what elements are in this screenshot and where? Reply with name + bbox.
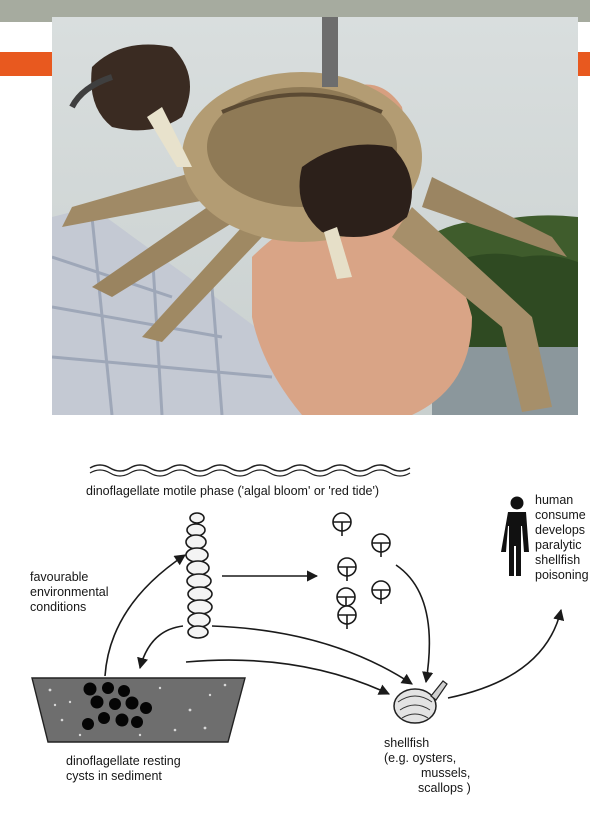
environment-label-line-1: favourable [30, 570, 88, 586]
sediment-icon [32, 678, 245, 742]
dinoflagellate-cycle-diagram: dinoflagellate motile phase ('algal bloo… [0, 440, 590, 825]
shellfish-label-line-4: scallops ) [418, 781, 471, 797]
shellfish-label-line-2: (e.g. oysters, [384, 751, 456, 767]
human-label-line-4: paralytic [535, 538, 582, 554]
human-icon [501, 497, 529, 577]
shellfish-label-line-3: mussels, [421, 766, 470, 782]
environment-label-line-3: conditions [30, 600, 86, 616]
human-label-line-6: poisoning [535, 568, 589, 584]
water-surface-icon [90, 465, 410, 476]
sediment-label-line-1: dinoflagellate resting [66, 754, 181, 770]
crab-photo [52, 17, 578, 415]
human-label-line-3: develops [535, 523, 585, 539]
dinoflagellate-chain-icon [186, 513, 212, 638]
shellfish-label-line-1: shellfish [384, 736, 429, 752]
environment-label-line-2: environmental [30, 585, 109, 601]
sediment-label-line-2: cysts in sediment [66, 769, 162, 785]
human-label-line-2: consume [535, 508, 586, 524]
diagram-title: dinoflagellate motile phase ('algal bloo… [86, 484, 379, 500]
motile-cells-icon [333, 513, 390, 629]
cycle-arrows [105, 555, 561, 698]
human-label-line-1: human [535, 493, 573, 509]
accent-stripe-left [0, 52, 52, 76]
human-label-line-5: shellfish [535, 553, 580, 569]
shellfish-icon [394, 681, 447, 723]
accent-stripe-right [578, 52, 590, 76]
